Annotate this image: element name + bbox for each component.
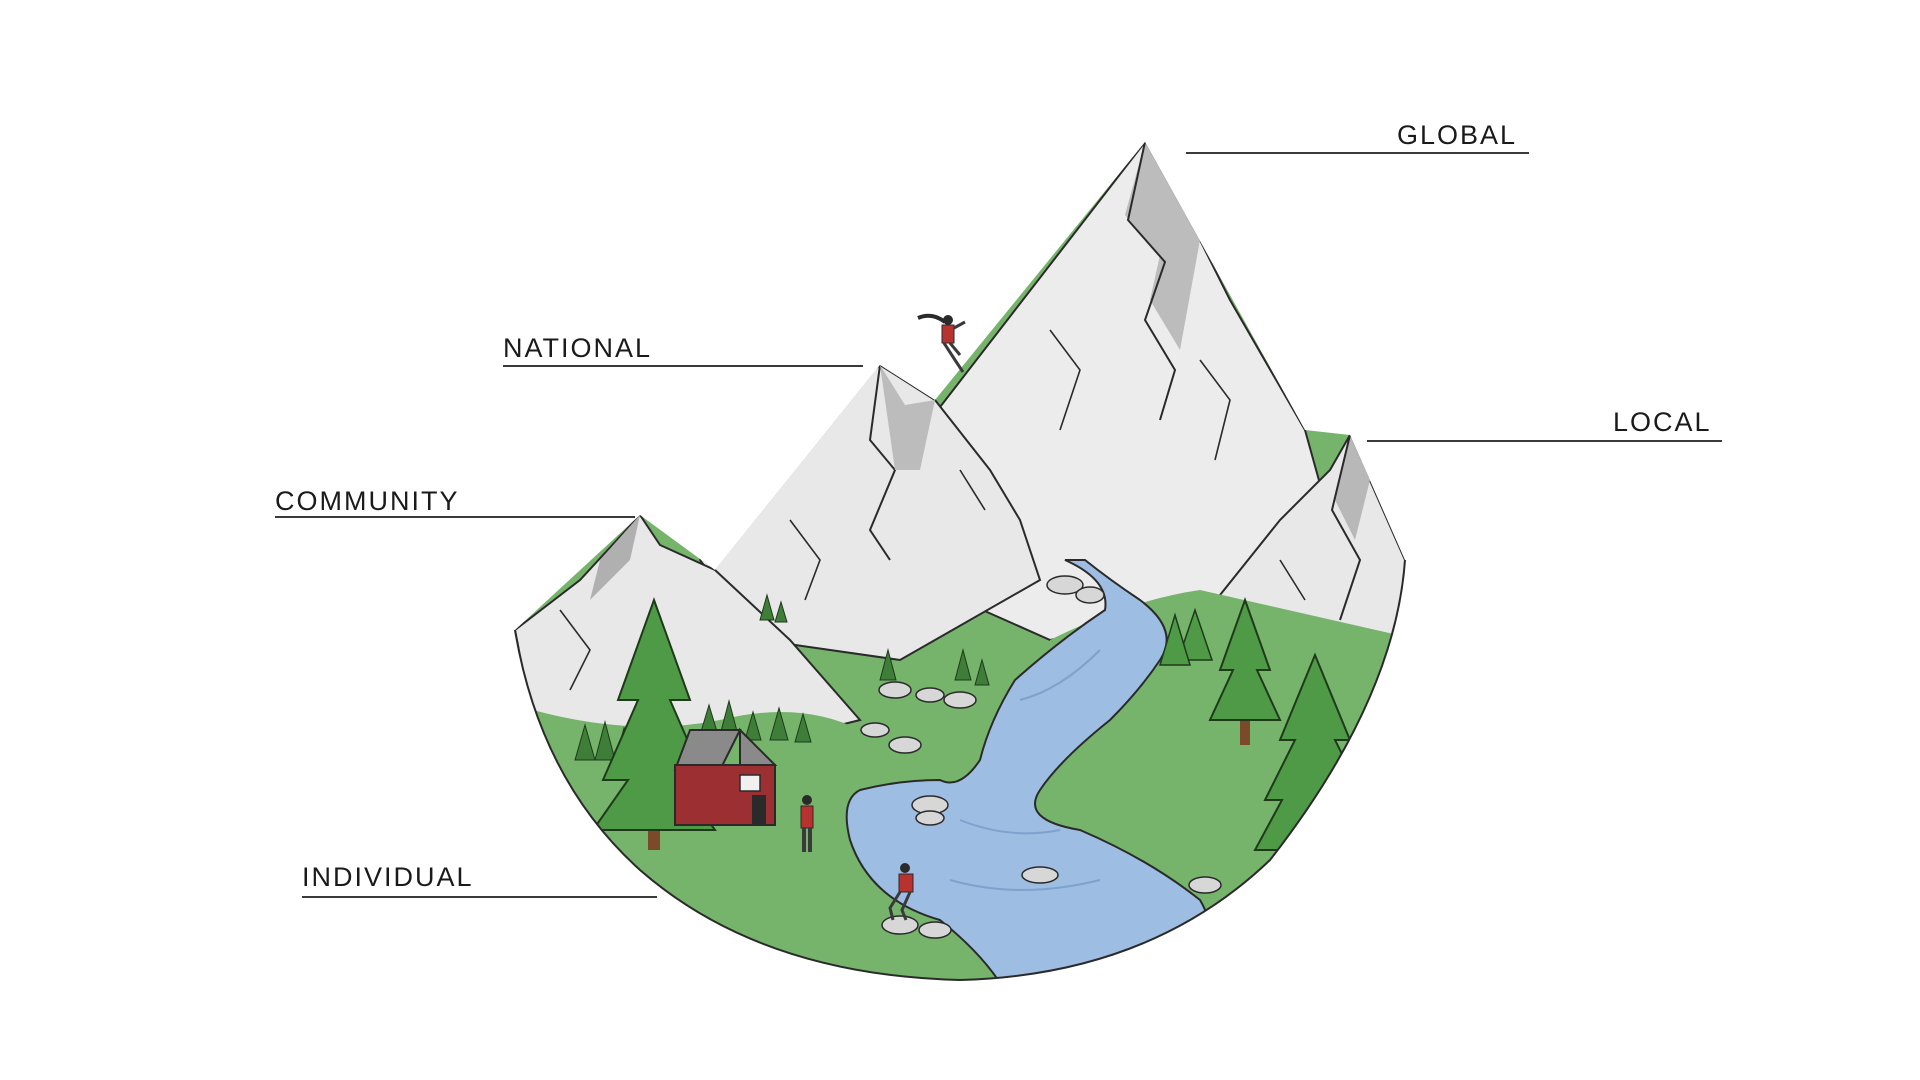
rocks xyxy=(860,575,1222,939)
bowl-outline xyxy=(514,559,1406,982)
mountain-national-shadow xyxy=(880,365,935,470)
label-individual: INDIVIDUAL xyxy=(302,862,474,892)
leader-line-individual xyxy=(302,896,657,898)
leader-line-national xyxy=(503,365,863,367)
pine-row-back xyxy=(574,593,990,761)
label-national: NATIONAL xyxy=(503,333,653,363)
mountain-local-shadow xyxy=(1335,435,1370,540)
standing-person xyxy=(800,795,814,852)
leader-line-local xyxy=(1367,440,1722,442)
label-global: GLOBAL xyxy=(1397,120,1518,150)
climber-figure xyxy=(917,313,966,373)
leader-line-community xyxy=(275,516,635,518)
mountain-global-shadow xyxy=(1125,142,1200,350)
label-community: COMMUNITY xyxy=(275,486,460,516)
mountain-community-shadow xyxy=(590,515,640,600)
leader-line-global xyxy=(1186,152,1529,154)
label-local: LOCAL xyxy=(1613,407,1712,437)
sitting-person xyxy=(888,863,914,921)
red-cabin xyxy=(673,727,778,826)
